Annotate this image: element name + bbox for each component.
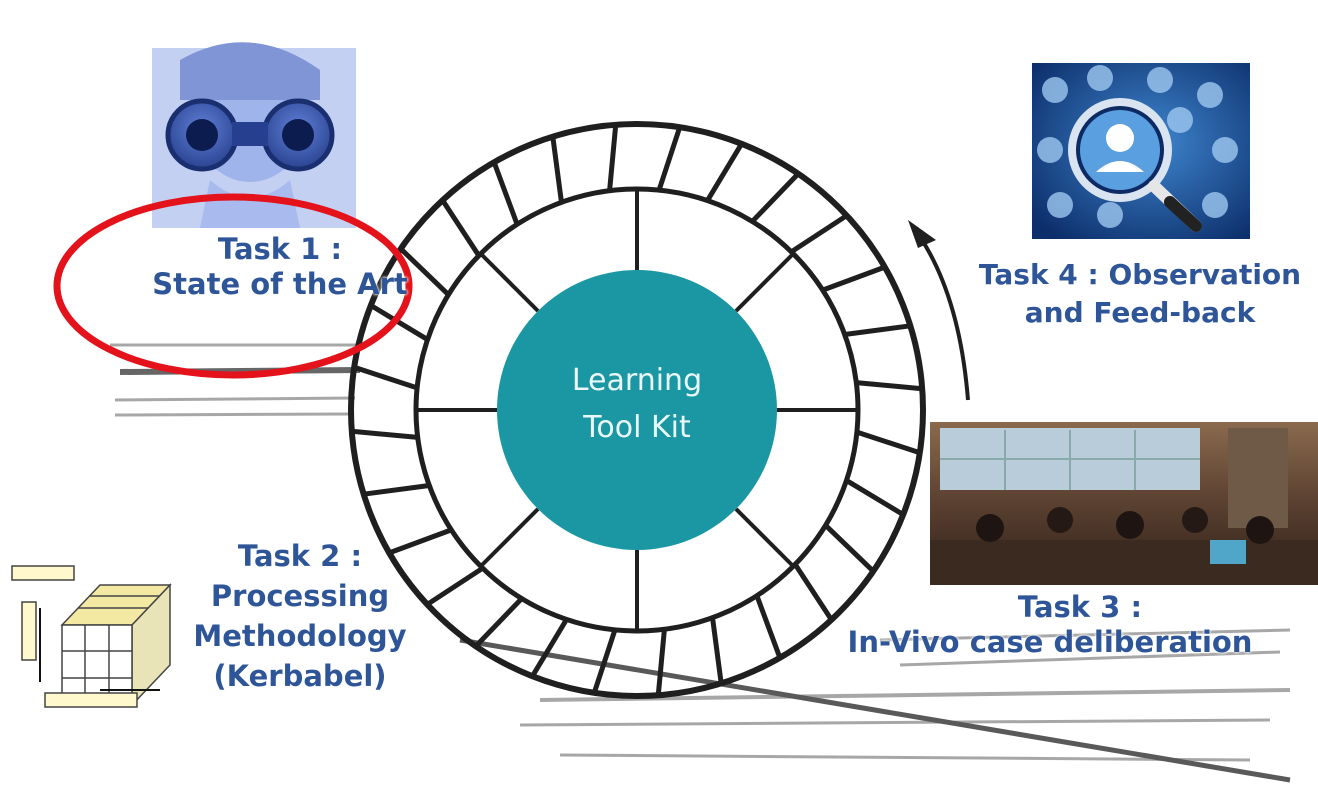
control-room-photo [930, 422, 1318, 585]
wheel-slat [353, 364, 418, 391]
person-node-icon [1042, 77, 1068, 103]
person-node-icon [1212, 137, 1238, 163]
task-1-label: Task 1 : State of the Art [150, 232, 410, 302]
wheel-slat [550, 136, 564, 203]
task-1-title: Task 1 : [217, 232, 343, 266]
center-label-line1: Learning [572, 363, 702, 398]
task1-highlight-ellipse [53, 193, 413, 379]
person-node-icon [1037, 137, 1063, 163]
task-4-title: Task 4 : Observation [978, 258, 1302, 291]
wheel-slat [856, 380, 923, 392]
task-2-label: Task 2 : Processing Methodology (Kerbabe… [170, 536, 430, 696]
wheel-slat [491, 161, 520, 226]
wheel-slat [591, 629, 618, 694]
wheel-spokes [416, 189, 858, 631]
wheel-slat [705, 142, 744, 202]
wheel-outer-rim [348, 121, 926, 699]
wheel-slat [656, 126, 683, 191]
wheel-slat [440, 198, 481, 258]
wheel-slats [351, 124, 923, 696]
cycle-wheel: Learning Tool Kit [348, 121, 926, 699]
wheel-slat [793, 562, 834, 622]
wheel-slat [856, 429, 921, 456]
wheel-slat [363, 483, 430, 497]
center-hub [497, 270, 777, 550]
task-4-subtitle: and Feed-back [1024, 295, 1256, 329]
center-label-line2: Tool Kit [582, 410, 691, 445]
wheel-slat [425, 566, 485, 607]
wheel-slat [845, 478, 905, 517]
task-2-line2: Processing [210, 579, 390, 614]
task-2-line3: Methodology [193, 619, 407, 654]
task-3-label: Task 3 : In-Vivo case deliberation [800, 590, 1300, 660]
wheel-slat [607, 124, 619, 191]
wheel-slat [399, 246, 451, 297]
task-2-line4: (Kerbabel) [213, 659, 387, 694]
task-3-subtitle: In-Vivo case deliberation [847, 624, 1253, 659]
ground-sketch [110, 343, 1291, 783]
cycle-arrow-icon [908, 220, 970, 401]
wheel-slat [844, 323, 911, 337]
person-node-icon [1197, 82, 1223, 108]
task-4-label: Task 4 : Observation and Feed-back [964, 256, 1316, 332]
task-3-title: Task 3 : [1017, 590, 1143, 624]
person-node-icon [1202, 192, 1228, 218]
wheel-spoke [734, 252, 795, 313]
wheel-slat [750, 172, 801, 224]
wheel-slat [710, 617, 724, 684]
wheel-slat [369, 303, 429, 342]
task-2-title: Task 2 : [237, 539, 363, 573]
wheel-spoke [479, 507, 540, 568]
person-node-icon [1087, 65, 1113, 91]
task-1-subtitle: State of the Art [152, 266, 408, 301]
wheel-slat [821, 264, 886, 293]
wheel-slat [754, 594, 783, 659]
person-node-icon [1047, 192, 1073, 218]
wheel-spoke [734, 507, 795, 568]
wheel-slat [530, 618, 569, 678]
wheel-slat [655, 629, 667, 696]
wheel-slat [789, 213, 849, 254]
person-node-icon [1167, 107, 1193, 133]
wheel-spoke [479, 252, 540, 313]
cube-matrix-icon [11, 565, 172, 708]
person-node-icon [1147, 67, 1173, 93]
wheel-slat [823, 523, 875, 574]
person-node-icon [1097, 202, 1123, 228]
magnifier-people-photo [1032, 63, 1250, 239]
wheel-slat [473, 596, 524, 648]
wheel-slat [351, 428, 418, 440]
wheel-slat [388, 527, 453, 556]
